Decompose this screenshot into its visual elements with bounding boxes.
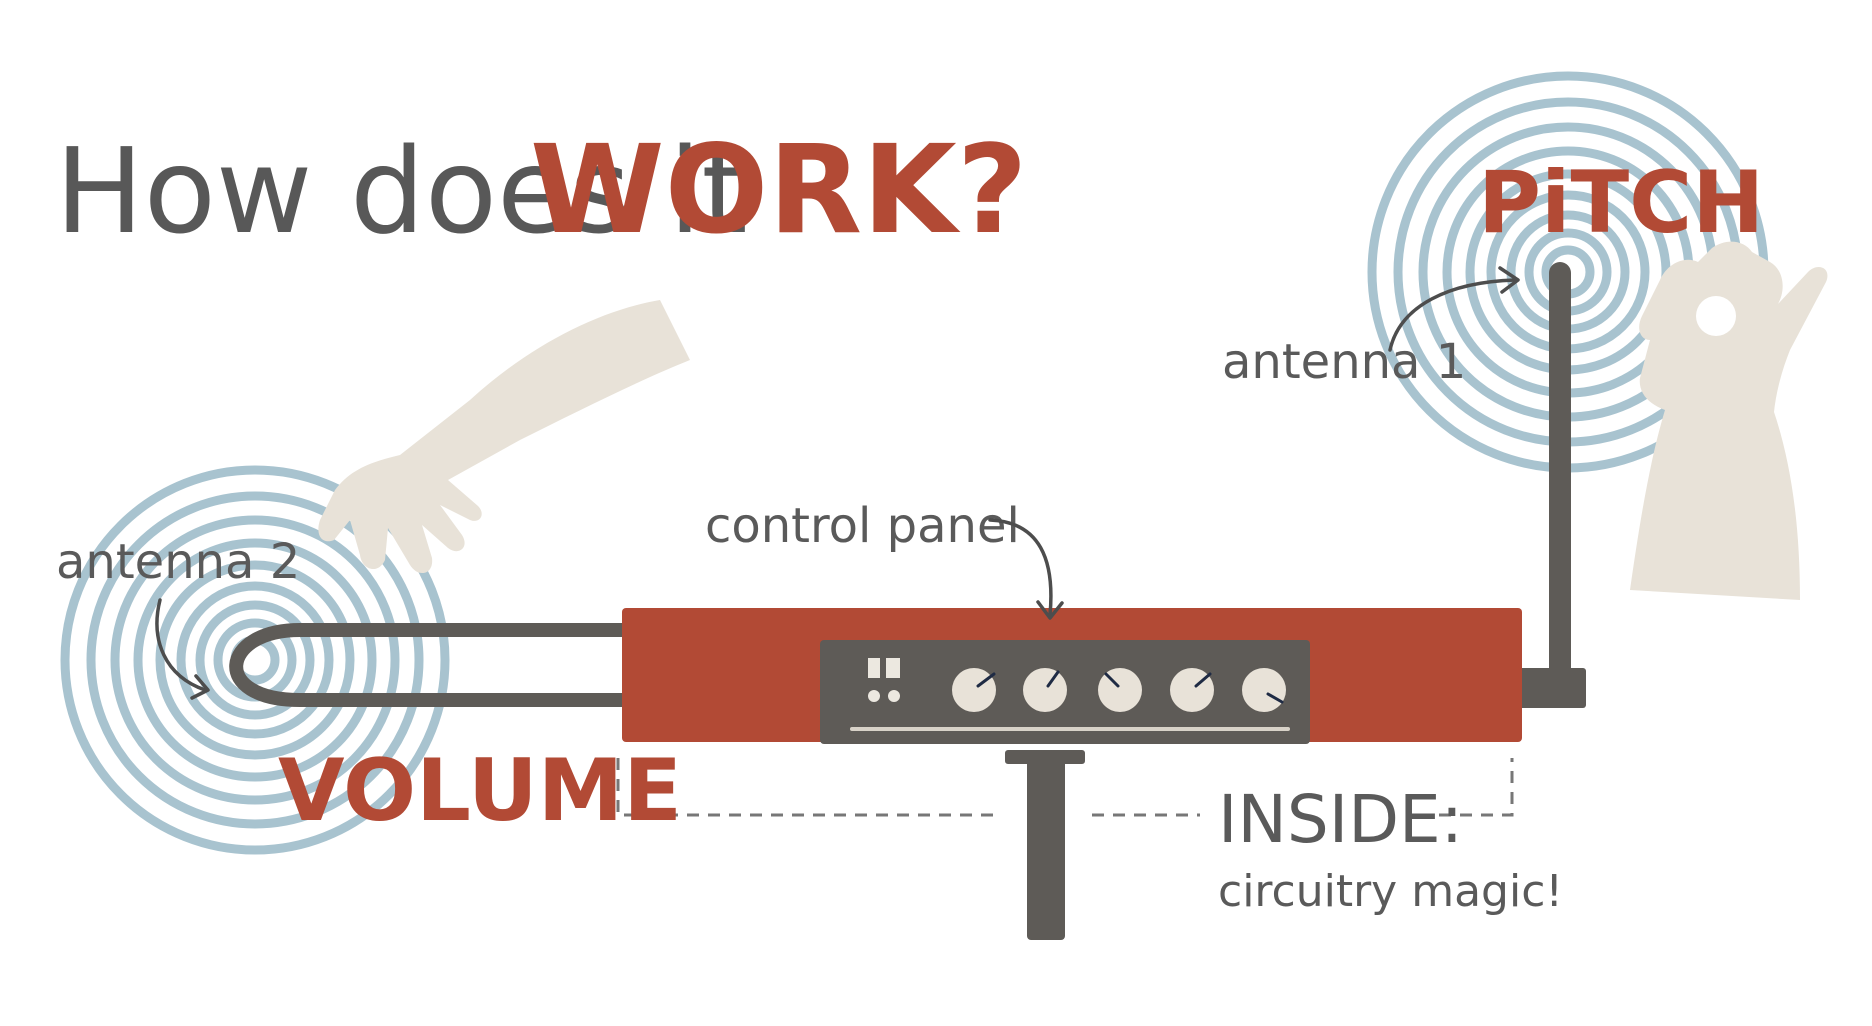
volume-loop-antenna [229,623,647,707]
antenna-2-arrow [155,598,210,700]
control-knob [1170,668,1214,712]
control-panel [820,640,1310,744]
panel-switch [868,658,880,678]
pitch-hand-image [1630,241,1828,600]
stand [1005,750,1085,940]
inside-bracket [616,758,1514,817]
volume-label: VOLUME [278,741,682,841]
antenna-1-arrow [1388,266,1520,352]
control-knob [1242,668,1286,712]
title: How does it WORK? [55,119,1028,261]
antenna-2-label: antenna 2 [56,534,300,590]
antenna-1-label: antenna 1 [1222,334,1466,390]
pitch-antenna [1514,262,1586,708]
panel-light [888,690,900,702]
volume-hand-image [318,300,690,574]
panel-switch [886,658,900,678]
control-knob [952,668,996,712]
control-knob [1098,668,1142,712]
panel-light [868,690,880,702]
control-panel-arrow [988,518,1064,620]
title-prefix: How does it [55,122,748,260]
control-knob [1023,668,1067,712]
volume-field-rings [60,465,450,855]
inside-subtitle: circuitry magic! [1218,866,1563,917]
pitch-label: PiTCH [1478,153,1764,253]
inside-title: INSIDE: [1218,781,1463,858]
control-panel-label: control panel [705,498,1020,554]
title-emphasis: WORK? [530,119,1028,261]
